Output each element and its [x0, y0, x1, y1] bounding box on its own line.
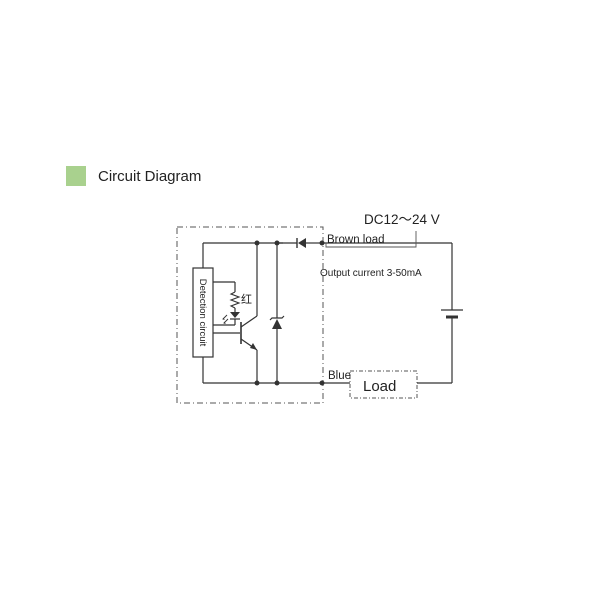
led-emission-arrowhead-2 — [223, 321, 226, 324]
blue-label: Blue — [328, 370, 351, 382]
section-header: Circuit Diagram — [66, 166, 201, 186]
protection-diode-icon — [298, 238, 306, 248]
section-marker — [66, 166, 86, 186]
led-color-label: 红 — [241, 293, 252, 306]
led-icon — [230, 312, 240, 318]
resistor-icon — [229, 291, 241, 309]
brown-label: Brown load — [327, 234, 385, 246]
zener-diode-icon — [272, 319, 282, 329]
zener-bar — [269, 315, 285, 321]
led-emission-arrowhead-1 — [222, 317, 225, 320]
brown-load-bracket — [325, 231, 417, 248]
sensor-housing-boundary — [176, 226, 324, 404]
load-box — [349, 370, 418, 399]
emitter-junction — [254, 380, 260, 386]
section-title: Circuit Diagram — [98, 167, 202, 185]
output-current-label: Output current 3-50mA — [320, 268, 422, 279]
transistor-collector — [240, 315, 258, 328]
zener-bottom-junction — [274, 380, 280, 386]
collector-junction — [254, 240, 260, 246]
detection-circuit-box — [192, 267, 214, 358]
transistor-emitter-arrow — [250, 343, 257, 350]
load-label: Load — [363, 378, 396, 395]
detection-circuit-label: Detection circuit — [197, 279, 208, 347]
supply-voltage-label: DC12〜24 V — [364, 212, 440, 227]
